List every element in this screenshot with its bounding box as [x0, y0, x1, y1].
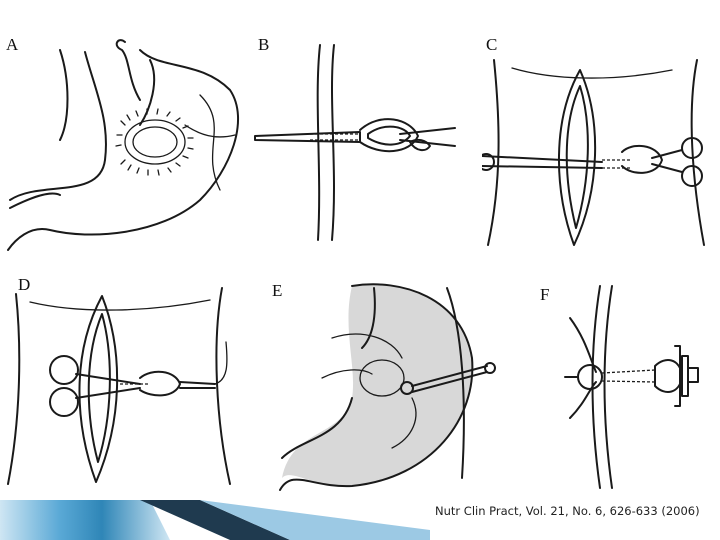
gastrostomy-device-illustration	[564, 285, 699, 489]
footer-gradient-bar	[0, 500, 430, 540]
citation-text: Nutr Clin Pract, Vol. 21, No. 6, 626-633…	[435, 504, 700, 518]
stomach-suture-illustration	[7, 39, 239, 251]
panel-label-e: E	[272, 281, 283, 300]
panel-e: E	[262, 278, 500, 494]
panel-label-d: D	[18, 275, 31, 294]
forceps-incision-illustration	[482, 59, 705, 246]
panel-label-a: A	[6, 35, 19, 54]
panel-c: C	[482, 30, 720, 260]
needle-insertion-illustration	[254, 44, 456, 241]
panel-f: F	[530, 278, 720, 494]
panel-label-c: C	[486, 35, 498, 54]
panel-d: D	[0, 272, 250, 494]
panel-a: A	[0, 30, 250, 260]
forceps-traction-illustration	[7, 287, 231, 485]
panel-label-f: F	[540, 285, 550, 304]
panel-label-b: B	[258, 35, 270, 54]
gastrostomy-tube-illustration	[279, 283, 496, 491]
panel-b: B	[250, 30, 480, 260]
